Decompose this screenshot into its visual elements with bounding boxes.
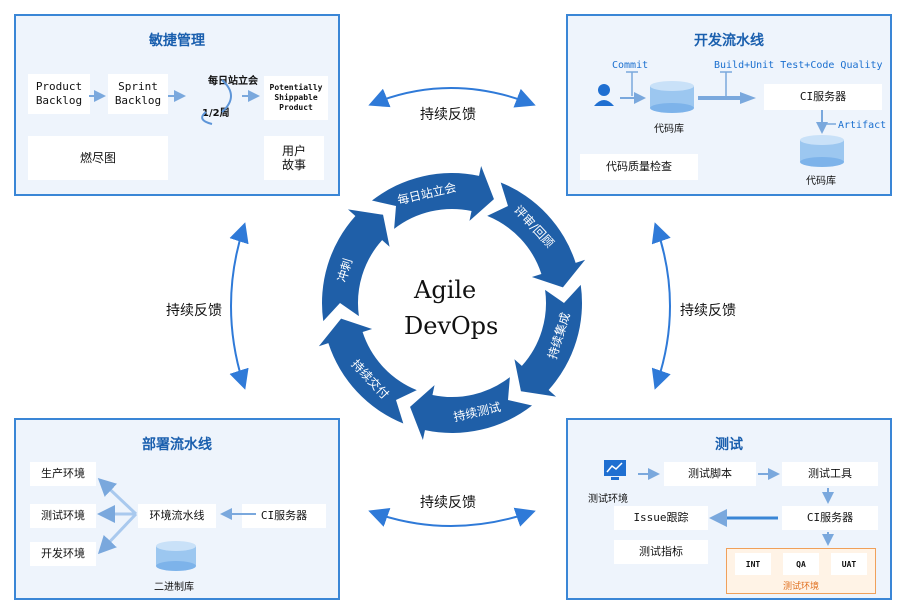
dev-env-card: 开发环境 <box>30 542 96 566</box>
testing-ci-server-card: CI服务器 <box>782 506 878 530</box>
cycle-segment <box>318 318 417 424</box>
code-repo-label: 代码库 <box>654 124 684 135</box>
testing-panel: 测试 测试环境 测试脚本 测试工具 Issue跟踪 CI服务器 测试指标 INT… <box>566 418 892 600</box>
center-title-line1: Agile <box>414 276 477 304</box>
agile-title: 敏捷管理 <box>149 33 205 49</box>
binary-repo-icon <box>156 541 196 571</box>
feedback-arrow-bottom <box>368 507 536 527</box>
commit-label: Commit <box>612 60 649 71</box>
feedback-label-top: 持续反馈 <box>420 107 476 123</box>
prod-env-card: 生产环境 <box>30 462 96 486</box>
monitor-icon <box>604 460 626 480</box>
daily-standup-label: 每日站立会 <box>208 76 258 87</box>
feedback-label-left: 持续反馈 <box>166 303 222 319</box>
product-backlog-card: Product Backlog <box>28 74 90 114</box>
env-pipeline-card: 环境流水线 <box>138 504 216 528</box>
artifact-label: Artifact <box>838 120 887 131</box>
issue-tracking-card: Issue跟踪 <box>614 506 708 530</box>
env-uat: UAT <box>831 553 867 575</box>
test-tool-card: 测试工具 <box>782 462 878 486</box>
burndown-card: 燃尽图 <box>28 136 168 180</box>
feedback-arrow-right <box>651 222 671 390</box>
cycle-segment <box>514 284 583 397</box>
test-metrics-card: 测试指标 <box>614 540 708 564</box>
feedback-label-bottom: 持续反馈 <box>420 495 476 511</box>
deploy-pipeline-title: 部署流水线 <box>142 437 212 453</box>
test-script-card: 测试脚本 <box>664 462 756 486</box>
ci-server-card: CI服务器 <box>764 84 882 110</box>
deploy-pipeline-panel: 部署流水线 生产环境 测试环境 开发环境 环境流水线 CI服务器 二进制库 <box>14 418 340 600</box>
env-box-label: 测试环境 <box>782 582 819 592</box>
user-story-card: 用户 故事 <box>264 136 324 180</box>
feedback-label-right: 持续反馈 <box>680 303 736 319</box>
testing-title: 测试 <box>715 437 743 453</box>
cycle-segment <box>322 209 390 322</box>
test-env-box: INT QA UAT 测试环境 <box>726 548 876 594</box>
sprint-backlog-card: Sprint Backlog <box>108 74 168 114</box>
cycle-label: 1/2周 <box>202 108 230 119</box>
code-repo2-icon <box>800 135 844 167</box>
env-qa: QA <box>783 553 819 575</box>
user-icon <box>594 84 614 106</box>
feedback-arrow-left <box>229 222 249 390</box>
cycle-segment <box>410 377 533 440</box>
agile-panel: 敏捷管理 Product Backlog Sprint Backlog 每日站立… <box>14 14 340 196</box>
cycle-segment <box>487 182 586 288</box>
test-env-card: 测试环境 <box>30 504 96 528</box>
env-int: INT <box>735 553 771 575</box>
feedback-arrow-top <box>368 87 536 108</box>
dev-pipeline-title: 开发流水线 <box>694 33 764 49</box>
dev-pipeline-panel: 开发流水线 Commit Build+Unit Test+Code Qualit… <box>566 14 892 196</box>
shippable-product-card: Potentially Shippable Product <box>264 76 328 120</box>
center-title-line2: DevOps <box>404 312 499 340</box>
cycle-step-label: 冲刺 <box>334 256 355 283</box>
test-env-label: 测试环境 <box>588 494 628 505</box>
code-repo-icon <box>650 81 694 113</box>
code-repo2-label: 代码库 <box>806 176 836 187</box>
code-quality-card: 代码质量检查 <box>580 154 698 180</box>
binary-repo-label: 二进制库 <box>154 582 194 593</box>
build-label: Build+Unit Test+Code Quality <box>714 60 883 71</box>
cycle-segment <box>371 166 494 229</box>
deploy-ci-server-card: CI服务器 <box>242 504 326 528</box>
